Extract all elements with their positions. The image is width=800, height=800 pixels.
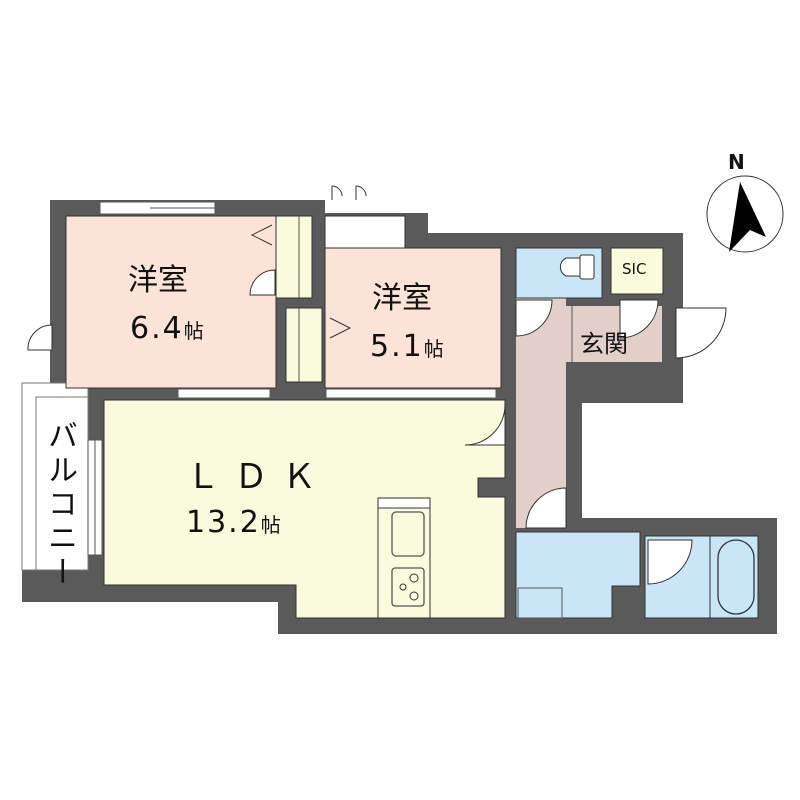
closet-2 — [285, 307, 323, 383]
balcony-area — [21, 382, 89, 571]
room2-storage — [324, 215, 406, 249]
washing-machine-icon — [517, 587, 563, 619]
sink-icon — [391, 511, 425, 557]
windows — [87, 201, 497, 556]
ldk-size-unit: 帖 — [260, 513, 281, 537]
western-room-1-size-value: 6.4 — [130, 311, 184, 346]
doors — [27, 185, 727, 585]
toilet-icon — [559, 254, 595, 280]
western-room-1-floor — [65, 215, 277, 389]
stove-icon — [391, 567, 425, 607]
western-room-2-size: 5.1帖 — [370, 332, 444, 362]
western-room-1-size-unit: 帖 — [183, 319, 204, 343]
ldk-size-value: 13.2 — [186, 505, 261, 540]
western-room-2-floor — [324, 247, 502, 389]
bathtub-icon — [717, 539, 755, 615]
sic-floor — [610, 247, 664, 295]
washroom-floor — [515, 531, 641, 619]
sic-label: SIC — [622, 260, 647, 278]
western-room-1-size: 6.4帖 — [130, 314, 204, 344]
closet-1 — [275, 215, 313, 299]
ldk-size: 13.2帖 — [186, 508, 281, 538]
western-room-2-size-value: 5.1 — [370, 329, 424, 364]
compass-label: N — [728, 150, 745, 174]
western-room-1-name: 洋室 — [128, 263, 188, 298]
ldk-floor — [103, 399, 506, 619]
entrance-label: 玄関 — [580, 330, 628, 358]
compass-icon — [706, 175, 784, 253]
balcony-label: バルコニー — [42, 420, 77, 590]
closet-arrows — [250, 224, 352, 339]
kitchen-counter — [377, 497, 431, 619]
western-room-2-size-unit: 帖 — [423, 337, 444, 361]
ldk-name: ＬＤＫ — [186, 457, 330, 497]
western-room-2-name: 洋室 — [372, 281, 432, 316]
